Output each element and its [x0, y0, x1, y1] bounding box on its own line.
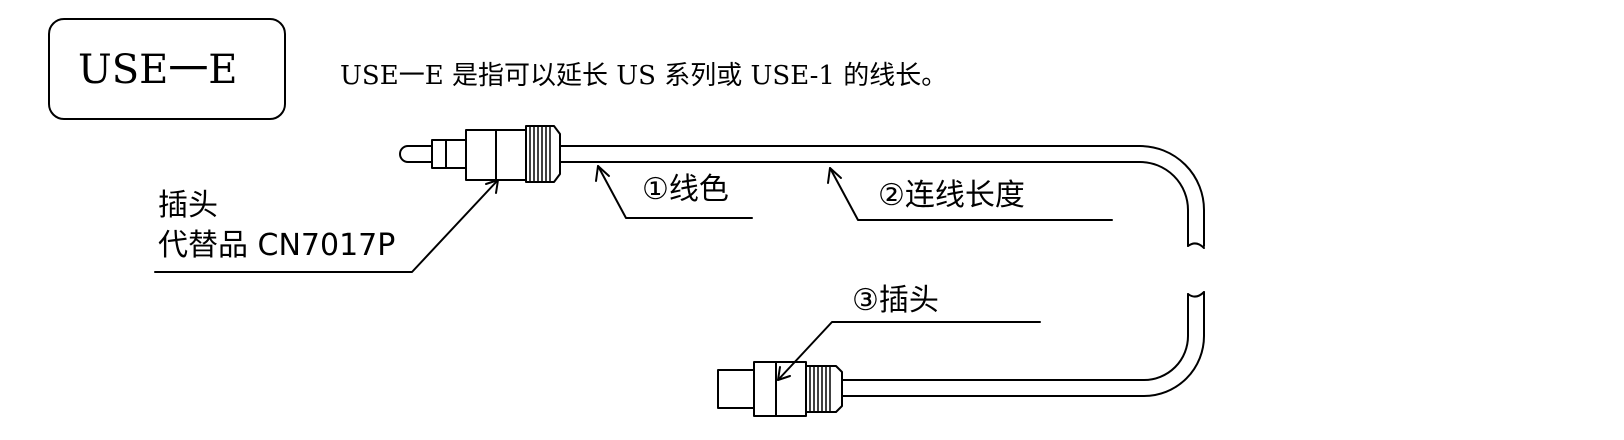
upper-cable — [569, 145, 1205, 249]
lower-cable — [841, 291, 1205, 397]
leader-plug-left — [154, 179, 499, 273]
leader-cable-length — [827, 167, 1113, 221]
label-plug-substitute: 代替品 CN7017P — [158, 228, 396, 263]
lower-plug-knurl — [809, 365, 831, 413]
upper-plug-connector — [399, 125, 571, 183]
label-wire-color: ①线色 — [642, 172, 729, 207]
label-plug-right: ③插头 — [852, 283, 939, 318]
leader-wire-color — [595, 165, 753, 219]
lower-plug-connector — [717, 361, 843, 417]
label-cable-length: ②连线长度 — [878, 178, 1025, 213]
model-title: USE一E — [78, 47, 238, 93]
upper-plug-knurl — [529, 125, 551, 183]
model-description: USE一E 是指可以延长 US 系列或 USE-1 的线长。 — [340, 61, 948, 91]
title-box: USE一E — [48, 18, 286, 120]
leader-plug-right — [777, 321, 1041, 381]
label-plug-left: 插头 — [158, 188, 218, 223]
